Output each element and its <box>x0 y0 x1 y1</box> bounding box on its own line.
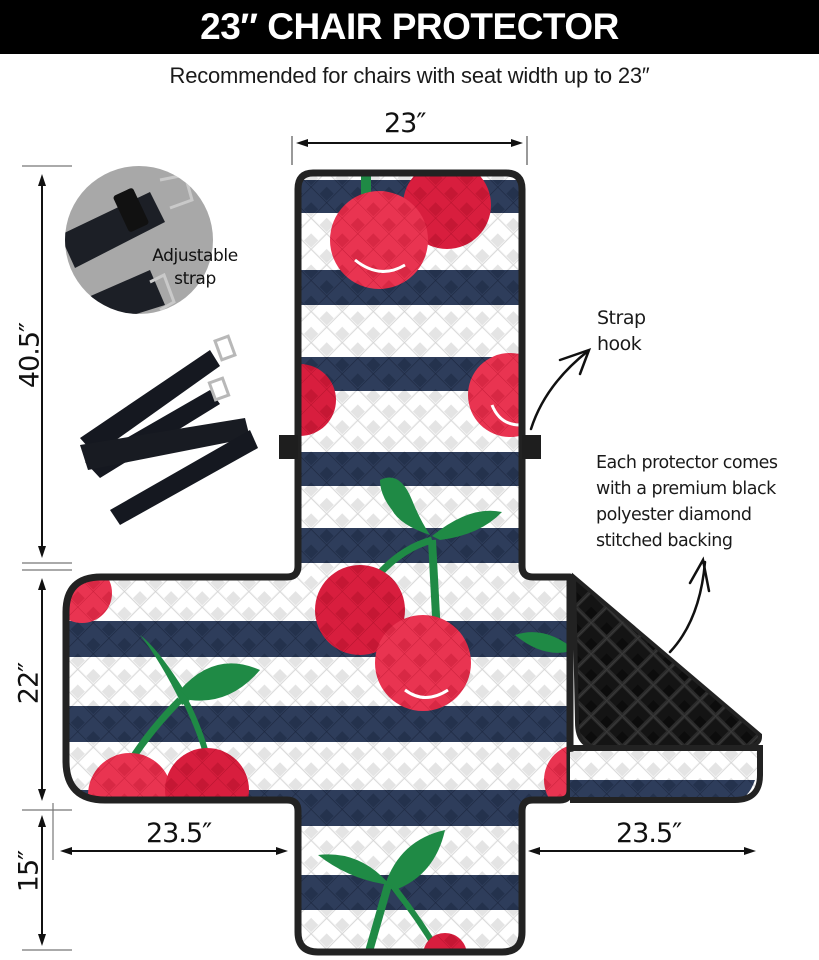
adjustable-strap-label: Adjustable strap <box>146 245 244 291</box>
strap-hook-arrow <box>529 347 592 431</box>
black-backing-fold <box>570 572 763 803</box>
strap-detail-circle <box>65 166 213 314</box>
strap-hook-line2: hook <box>597 333 642 355</box>
strap-hook-left <box>279 435 298 459</box>
page-title: 23″ CHAIR PROTECTOR <box>0 0 819 54</box>
right-arm-width-label: 23.5″ <box>616 818 682 849</box>
top-width-label: 23″ <box>384 108 426 139</box>
left-arm-width-label: 23.5″ <box>146 818 212 849</box>
protector-outline <box>62 169 574 956</box>
backing-arrow <box>668 556 711 654</box>
adjustable-strap-label-line1: Adjustable <box>152 246 238 266</box>
strap-hook-right <box>522 435 541 459</box>
strap-hook-line1: Strap <box>597 307 646 329</box>
strap-hook-callout: Strap hook <box>597 305 646 357</box>
adjustable-straps-image <box>80 334 258 525</box>
back-height-label: 40.5″ <box>14 322 46 389</box>
adjustable-strap-label-line2: strap <box>174 269 216 289</box>
backing-line-3: polyester diamond <box>596 505 752 525</box>
backing-callout: Each protector comes with a premium blac… <box>596 450 778 554</box>
seat-depth-label: 22″ <box>13 662 45 705</box>
dimension-lines <box>22 136 756 951</box>
backing-line-2: with a premium black <box>596 479 776 499</box>
backing-line-1: Each protector comes <box>596 453 778 473</box>
front-flap-label: 15″ <box>13 850 45 893</box>
backing-line-4: stitched backing <box>596 531 733 551</box>
page-subtitle: Recommended for chairs with seat width u… <box>169 63 650 88</box>
